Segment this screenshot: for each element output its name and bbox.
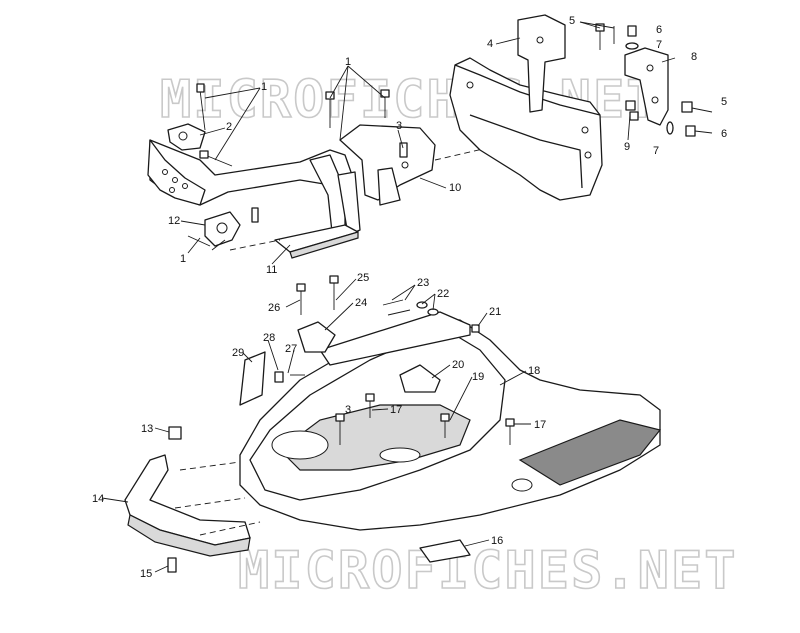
front-frame-assembly <box>147 83 501 259</box>
callout-7: 7 <box>656 39 662 51</box>
bracket-10 <box>339 124 436 201</box>
part-20 <box>399 364 441 393</box>
leader-lines <box>101 21 676 573</box>
callout-1: 1 <box>180 253 186 265</box>
callout-29: 29 <box>232 347 244 359</box>
callout-15: 15 <box>140 568 152 580</box>
part-16 <box>419 539 471 563</box>
callout-5: 5 <box>569 15 575 27</box>
bracket-4 <box>517 14 566 113</box>
callout-21: 21 <box>489 306 501 318</box>
callout-7: 7 <box>653 145 659 157</box>
callout-5: 5 <box>721 96 727 108</box>
callout-23: 23 <box>417 277 429 289</box>
rear-frame-section <box>449 14 713 201</box>
callout-12: 12 <box>168 215 180 227</box>
callout-4: 4 <box>487 38 493 50</box>
callout-10: 10 <box>449 182 461 194</box>
callout-3: 3 <box>396 120 402 132</box>
callout-6: 6 <box>721 128 727 140</box>
callout-2: 2 <box>226 121 232 133</box>
callout-17: 17 <box>534 419 546 431</box>
callout-1: 1 <box>261 81 267 93</box>
callout-16: 16 <box>491 535 503 547</box>
belly-pan-assembly <box>124 275 662 573</box>
callout-9: 9 <box>624 141 630 153</box>
callout-6: 6 <box>656 24 662 36</box>
callout-17: 17 <box>390 404 402 416</box>
callout-25: 25 <box>357 272 369 284</box>
callout-8: 8 <box>691 51 697 63</box>
callout-28: 28 <box>263 332 275 344</box>
callout-labels: 1 1 1 2 3 3 4 5 5 6 6 7 7 8 9 10 11 12 1… <box>92 15 727 580</box>
callout-22: 22 <box>437 288 449 300</box>
callout-18: 18 <box>528 365 540 377</box>
callout-20: 20 <box>452 359 464 371</box>
nut-13 <box>168 426 182 440</box>
callout-11: 11 <box>266 264 277 276</box>
callout-26: 26 <box>268 302 280 314</box>
callout-19: 19 <box>472 371 484 383</box>
callout-27: 27 <box>285 343 297 355</box>
callout-14: 14 <box>92 493 104 505</box>
callout-1: 1 <box>345 56 351 68</box>
watermark-bottom: MICROFICHES.NET <box>238 541 738 601</box>
bolt-15 <box>167 557 177 573</box>
callout-24: 24 <box>355 297 367 309</box>
callout-13: 13 <box>141 423 153 435</box>
bracket-8 <box>624 47 669 126</box>
part-29 <box>239 351 266 406</box>
callout-3: 3 <box>345 404 351 416</box>
